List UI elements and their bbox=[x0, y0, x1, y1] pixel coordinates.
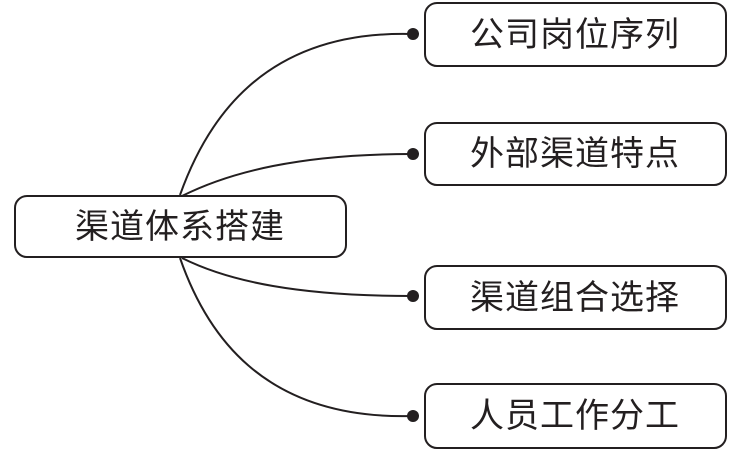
root-node-box bbox=[14, 195, 347, 258]
branch-node-4[interactable]: 人员工作分工 bbox=[424, 383, 727, 449]
branch-node-3[interactable]: 渠道组合选择 bbox=[424, 265, 727, 330]
branch-node-1-box bbox=[424, 2, 727, 67]
branch-node-2-label: 外部渠道特点 bbox=[470, 134, 680, 174]
branch-node-3-label: 渠道组合选择 bbox=[470, 278, 680, 318]
connector-4 bbox=[179, 257, 413, 418]
connector-3 bbox=[181, 257, 413, 297]
connector-2 bbox=[181, 153, 413, 197]
branch-node-1-label: 公司岗位序列 bbox=[470, 15, 680, 55]
connector-dot-3 bbox=[407, 290, 419, 302]
branch-node-1[interactable]: 公司岗位序列 bbox=[424, 2, 727, 67]
connector-dot-4 bbox=[407, 410, 419, 422]
branch-node-3-box bbox=[424, 265, 727, 330]
connectors bbox=[179, 32, 413, 418]
connector-1 bbox=[179, 32, 413, 196]
branch-node-4-box bbox=[424, 383, 727, 449]
connector-dot-2 bbox=[407, 148, 419, 160]
connector-dot-1 bbox=[407, 28, 419, 40]
root-node[interactable]: 渠道体系搭建 bbox=[14, 195, 347, 258]
branch-node-2-box bbox=[424, 122, 727, 186]
branch-node-4-label: 人员工作分工 bbox=[470, 396, 680, 436]
root-node-label: 渠道体系搭建 bbox=[75, 207, 285, 247]
connector-dots bbox=[407, 28, 419, 422]
branch-node-2[interactable]: 外部渠道特点 bbox=[424, 122, 727, 186]
